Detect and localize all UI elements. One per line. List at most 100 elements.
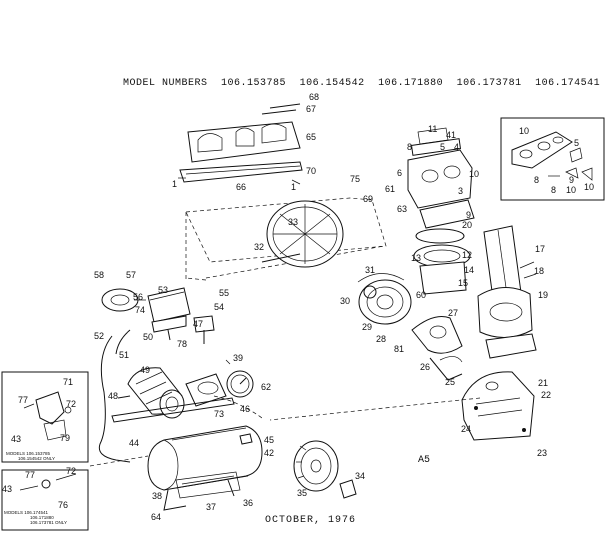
crankcase — [461, 371, 535, 441]
part-callout: 39 — [233, 353, 243, 363]
transfer-tube — [411, 316, 463, 381]
page-code: A5 — [418, 455, 431, 466]
part-callout: 65 — [306, 132, 316, 142]
part-callout: 10 — [469, 169, 479, 179]
part-callout: 9 — [466, 210, 471, 220]
part-callout: 27 — [448, 308, 458, 318]
part-callout: 30 — [340, 296, 350, 306]
check-valve-body — [185, 373, 227, 407]
diagram-date: OCTOBER, 1976 — [265, 515, 357, 526]
part-callout: 44 — [129, 438, 139, 448]
left-insets — [1, 371, 149, 531]
part-callout: 15 — [458, 278, 468, 288]
part-callout: 67 — [306, 104, 316, 114]
part-callout: 26 — [420, 362, 430, 372]
part-callout: 32 — [254, 242, 264, 252]
part-callout: 56 — [133, 292, 143, 302]
inset-note: MODELS 106.153785 — [6, 451, 51, 456]
part-callout: 77 — [18, 395, 28, 405]
part-callout: 17 — [535, 244, 545, 254]
valve-detail-inset — [500, 117, 605, 201]
part-callout: 69 — [363, 194, 373, 204]
part-callout: 51 — [119, 350, 129, 360]
part-callout: 33 — [288, 217, 298, 227]
part-callout: 20 — [462, 220, 472, 230]
gauge-and-valves — [193, 315, 254, 398]
inset-note: MODELS 106.174541 — [4, 510, 49, 515]
part-callout: 63 — [397, 204, 407, 214]
part-callout: 49 — [140, 365, 150, 375]
part-callout: 9 — [569, 175, 574, 185]
part-callout: 54 — [214, 302, 224, 312]
part-callout: 52 — [94, 331, 104, 341]
part-callout: 60 — [416, 290, 426, 300]
part-callout: 8 — [407, 142, 412, 152]
part-callout: 68 — [309, 92, 319, 102]
part-callout: 31 — [365, 265, 375, 275]
part-callout: 55 — [219, 288, 229, 298]
model-number: 106.173781 — [456, 78, 522, 89]
part-callout: 71 — [63, 377, 73, 387]
part-callout: 8 — [551, 185, 556, 195]
model-number: 106.153785 — [221, 78, 287, 89]
part-callout: 81 — [394, 344, 404, 354]
part-callout: 11 — [428, 124, 437, 134]
part-callout: 43 — [11, 434, 21, 444]
electric-motor — [117, 367, 185, 419]
part-callout: 13 — [411, 253, 421, 263]
part-callout: 23 — [537, 448, 547, 458]
part-callout: 19 — [538, 290, 548, 300]
part-callout: 34 — [355, 471, 365, 481]
part-callout: 70 — [306, 166, 316, 176]
pulley-assembly — [357, 273, 412, 325]
model-numbers-label: MODEL NUMBERS — [123, 78, 208, 89]
part-callout: 21 — [538, 378, 548, 388]
part-callout: 10 — [566, 185, 576, 195]
part-callout: 1 — [291, 182, 296, 192]
part-callout: 45 — [264, 435, 274, 445]
part-callout: 10 — [519, 126, 529, 136]
part-callout: 58 — [94, 270, 104, 280]
part-callout: 8 — [534, 175, 539, 185]
model-number: 106.171880 — [378, 78, 444, 89]
inset-note: 106.171880 — [30, 515, 54, 520]
part-callout: 48 — [108, 391, 118, 401]
part-callout: 36 — [243, 498, 253, 508]
part-callout: 5 — [574, 138, 579, 148]
part-callout: 64 — [151, 512, 161, 522]
part-callout: 66 — [236, 182, 246, 192]
part-callout: 43 — [2, 484, 12, 494]
part-callout: 75 — [350, 174, 360, 184]
model-number: 106.174541 — [535, 78, 601, 89]
part-callout: 42 — [264, 448, 274, 458]
part-callout: 25 — [445, 377, 455, 387]
belt-guard-group — [178, 103, 303, 185]
part-callout: 79 — [60, 433, 70, 443]
model-number: 106.154542 — [299, 78, 365, 89]
part-callout: 3 — [458, 186, 463, 196]
part-callout: 73 — [214, 409, 224, 419]
part-callout: 22 — [541, 390, 551, 400]
part-callout: 77 — [25, 470, 35, 480]
part-callout: 37 — [206, 502, 216, 512]
pressure-switch — [101, 287, 191, 341]
part-callout: 35 — [297, 488, 307, 498]
wheel — [293, 440, 357, 499]
part-callout: 53 — [158, 285, 168, 295]
part-callout: 38 — [152, 491, 162, 501]
part-callout: 14 — [464, 265, 474, 275]
pump-head-assembly — [407, 127, 475, 295]
part-callout: 1 — [172, 179, 177, 189]
part-callout: 62 — [261, 382, 271, 392]
inset-note: 106.154542 ONLY — [18, 456, 55, 461]
part-callout: 28 — [376, 334, 386, 344]
part-callout: 4 — [454, 142, 459, 152]
part-callout: 76 — [58, 500, 68, 510]
part-callout: 41 — [446, 130, 456, 140]
part-callout: 72 — [66, 466, 76, 476]
model-numbers-header: MODEL NUMBERS 106.153785 106.154542 106.… — [123, 78, 607, 89]
part-callout: 46 — [240, 404, 250, 414]
part-callout: 61 — [385, 184, 395, 194]
